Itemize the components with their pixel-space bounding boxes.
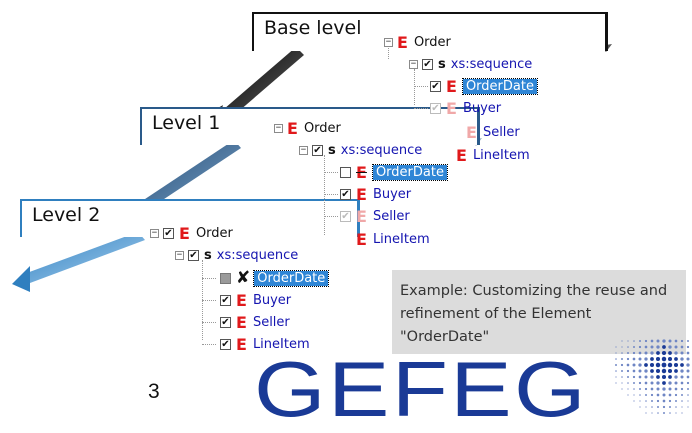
tree-node-buyer[interactable]: ✔ E Buyer (340, 184, 411, 204)
tree-node-seller[interactable]: ✔ E Seller (220, 312, 290, 332)
node-label-sequence: xs:sequence (450, 56, 533, 72)
checkbox-checked[interactable]: ✔ (340, 188, 351, 200)
node-label-lineitem: LineItem (472, 147, 530, 163)
sequence-icon: s (204, 247, 212, 263)
checkbox-checked[interactable]: ✔ (163, 227, 174, 239)
tree-node-sequence[interactable]: − ✔ s xs:sequence (175, 245, 298, 265)
tree-node-buyer[interactable]: ✔ E Buyer (220, 290, 291, 310)
checkbox-unchecked[interactable] (340, 166, 351, 178)
node-label-buyer: Buyer (372, 186, 412, 202)
node-label-lineitem: LineItem (372, 231, 430, 247)
tree-node-lineitem[interactable]: E LineItem (356, 229, 430, 249)
node-label-orderdate-selected: OrderDate (461, 77, 538, 95)
element-icon: E (456, 145, 467, 165)
node-label-order: Order (413, 34, 451, 50)
tree-node-orderdate[interactable]: E OrderDate (340, 162, 448, 182)
tree-node-lineitem[interactable]: ✔ E LineItem (220, 334, 310, 354)
tree-node-order[interactable]: − E Order (384, 32, 451, 52)
checkbox-checked[interactable]: ✔ (422, 58, 433, 70)
checkbox-checked[interactable]: ✔ (312, 144, 323, 156)
node-label-order: Order (195, 225, 233, 241)
element-icon: E (446, 76, 457, 96)
checkbox-checked[interactable]: ✔ (220, 294, 231, 306)
element-icon: E (397, 32, 408, 52)
node-label-orderdate-selected: OrderDate (371, 163, 448, 181)
tree-node-sequence[interactable]: − ✔ s xs:sequence (409, 54, 532, 74)
node-label-seller: Seller (372, 208, 410, 224)
checkbox-checked[interactable]: ✔ (220, 338, 231, 350)
checkbox-disabled[interactable] (220, 272, 231, 284)
tree-node-lineitem[interactable]: E LineItem (456, 145, 530, 165)
element-icon: E (446, 98, 457, 118)
tree-node-buyer[interactable]: ✔ E Buyer (430, 98, 501, 118)
level-1-box: Level 1 (140, 107, 480, 145)
checkbox-checked[interactable]: ✔ (220, 316, 231, 328)
collapse-icon[interactable]: − (274, 122, 283, 133)
arrow-level2-out (12, 232, 145, 292)
checkbox-checked[interactable]: ✔ (430, 102, 441, 114)
example-caption: Example: Customizing the reuse and refin… (392, 270, 686, 354)
level-1-label: Level 1 (152, 112, 221, 134)
element-icon: E (356, 229, 367, 249)
collapse-icon[interactable]: − (175, 249, 184, 260)
element-icon: E (236, 312, 247, 332)
element-removed-x-icon: ✘ (236, 268, 251, 288)
page-number: 3 (148, 380, 160, 403)
level-2-label: Level 2 (32, 204, 101, 226)
node-label-lineitem: LineItem (252, 336, 310, 352)
tree-node-seller[interactable]: ✔ E Seller (340, 206, 410, 226)
collapse-icon[interactable]: − (384, 36, 393, 47)
collapse-icon[interactable]: − (150, 227, 159, 238)
node-label-buyer: Buyer (252, 292, 292, 308)
tree-node-orderdate[interactable]: ✘ OrderDate (220, 268, 330, 288)
element-icon: E (466, 122, 477, 142)
element-icon: E (287, 118, 298, 138)
node-label-orderdate-selected: OrderDate (253, 269, 330, 287)
node-label-sequence: xs:sequence (216, 247, 299, 263)
tree-node-sequence[interactable]: − ✔ s xs:sequence (299, 140, 422, 160)
tree-node-seller[interactable]: E Seller (466, 122, 520, 142)
node-label-order: Order (303, 120, 341, 136)
element-icon: E (179, 223, 190, 243)
element-icon: E (356, 184, 367, 204)
element-icon: E (236, 334, 247, 354)
sequence-icon: s (328, 142, 336, 158)
sequence-icon: s (438, 56, 446, 72)
checkbox-checked[interactable]: ✔ (188, 249, 199, 261)
dot-pattern-logo-icon (615, 339, 690, 414)
base-level-label: Base level (264, 17, 362, 39)
checkbox-checked[interactable]: ✔ (430, 80, 441, 92)
tree-node-order[interactable]: − ✔ E Order (150, 223, 233, 243)
element-icon: E (236, 290, 247, 310)
base-level-box: Base level (252, 12, 608, 51)
level-2-box: Level 2 (20, 199, 360, 237)
checkbox-checked[interactable]: ✔ (340, 210, 351, 222)
element-icon: E (356, 206, 367, 226)
gefeg-logo: GEFEG (254, 345, 588, 433)
collapse-icon[interactable]: − (299, 144, 308, 155)
node-label-seller: Seller (482, 124, 520, 140)
element-prohibited-icon: E (356, 162, 367, 182)
tree-node-order[interactable]: − E Order (274, 118, 341, 138)
collapse-icon[interactable]: − (409, 58, 418, 69)
node-label-seller: Seller (252, 314, 290, 330)
node-label-buyer: Buyer (462, 100, 502, 116)
tree-node-orderdate[interactable]: ✔ E OrderDate (430, 76, 538, 96)
node-label-sequence: xs:sequence (340, 142, 423, 158)
